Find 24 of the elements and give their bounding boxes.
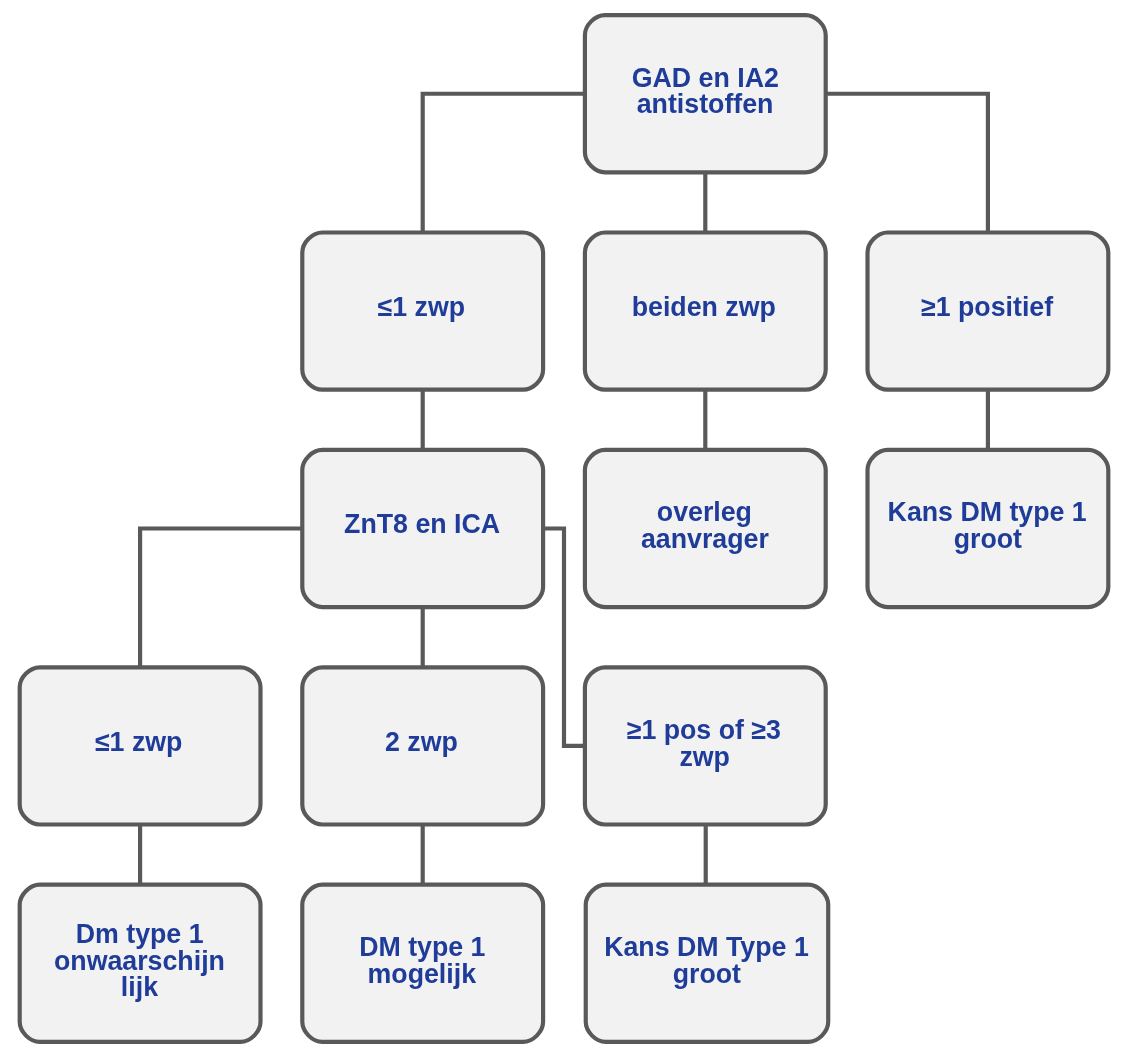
connector [703, 172, 708, 233]
node-box: ≤1 zwp [300, 230, 546, 392]
connector [138, 526, 303, 667]
node-box: Kans DM type 1 groot [865, 447, 1111, 610]
connector [703, 390, 708, 450]
connector [825, 91, 990, 232]
connector [703, 825, 708, 885]
node-box: DM type 1 mogelijk [300, 882, 546, 1044]
connector [420, 91, 585, 232]
node-box: Kans DM Type 1 groot [583, 882, 831, 1044]
node-box: 2 zwp [300, 665, 546, 827]
connector [420, 825, 425, 885]
node-box: ≥1 pos of ≥3 zwp [582, 665, 828, 827]
connector [420, 390, 425, 450]
node-box: beiden zwp [582, 230, 828, 392]
node-box: ZnT8 en ICA [300, 447, 546, 610]
node-box: ≤1 zwp [17, 665, 263, 827]
connector [420, 607, 425, 668]
node-box: Dm type 1 onwaarschijn lijk [17, 882, 263, 1044]
node-box: GAD en IA2 antistoffen [582, 13, 828, 175]
connector [985, 390, 990, 450]
connector [138, 825, 143, 885]
node-box: overleg aanvrager [582, 447, 828, 610]
node-box: ≥1 positief [865, 230, 1111, 392]
